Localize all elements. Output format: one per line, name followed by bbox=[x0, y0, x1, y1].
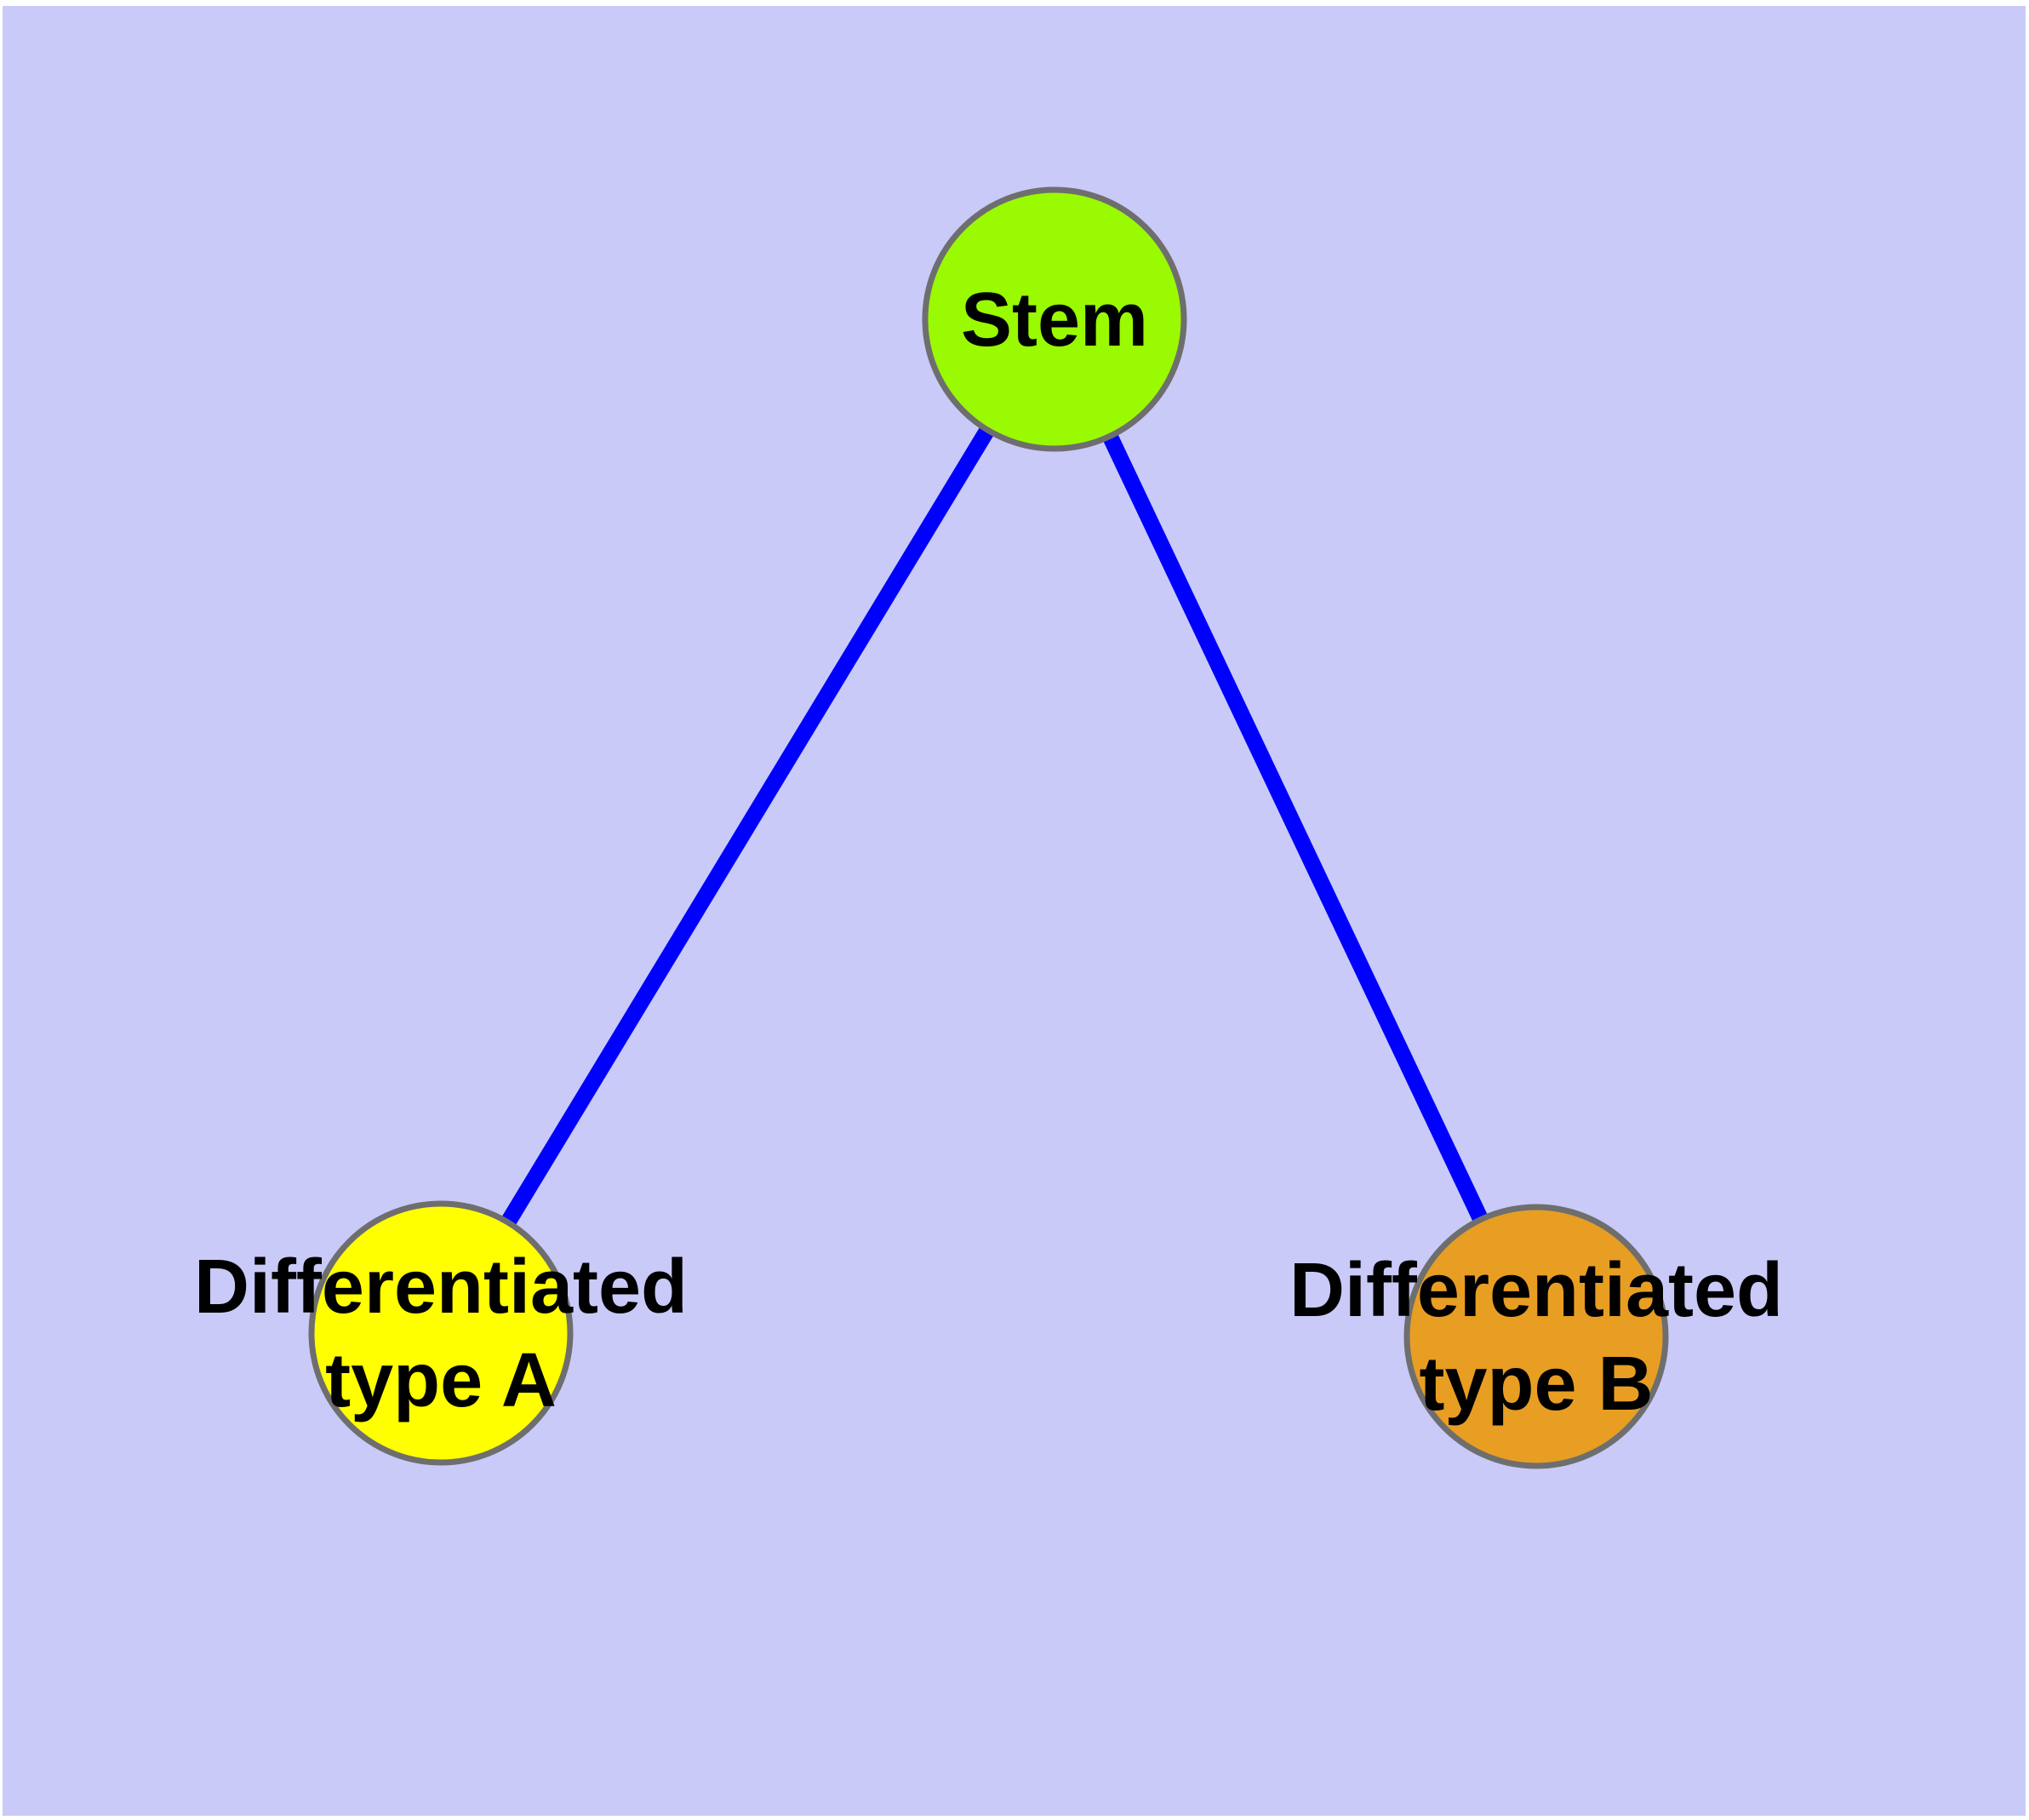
node-differentiated-type-b-label-line: Differentiated bbox=[1289, 1248, 1783, 1333]
node-differentiated-type-a-circle bbox=[308, 1200, 574, 1466]
node-stem-label-line: Stem bbox=[961, 278, 1148, 363]
edge-stem-to-differentiated-type-b bbox=[1047, 315, 1544, 1341]
node-differentiated-type-b: Differentiated type B bbox=[1289, 1204, 1783, 1469]
node-stem-label: Stem bbox=[961, 278, 1148, 363]
node-differentiated-type-a-label-line: type A bbox=[325, 1338, 557, 1423]
node-differentiated-type-b-label: Differentiated type B bbox=[1289, 1248, 1783, 1427]
node-differentiated-type-b-circle bbox=[1403, 1204, 1669, 1469]
edge-stem-to-differentiated-type-a bbox=[433, 315, 1062, 1337]
edges-layer bbox=[433, 315, 1544, 1341]
node-differentiated-type-b-label-line: type B bbox=[1419, 1342, 1653, 1427]
node-stem-circle bbox=[922, 186, 1187, 452]
node-differentiated-type-a-label-line: Differentiated bbox=[194, 1245, 688, 1330]
node-stem: Stem bbox=[922, 186, 1187, 452]
